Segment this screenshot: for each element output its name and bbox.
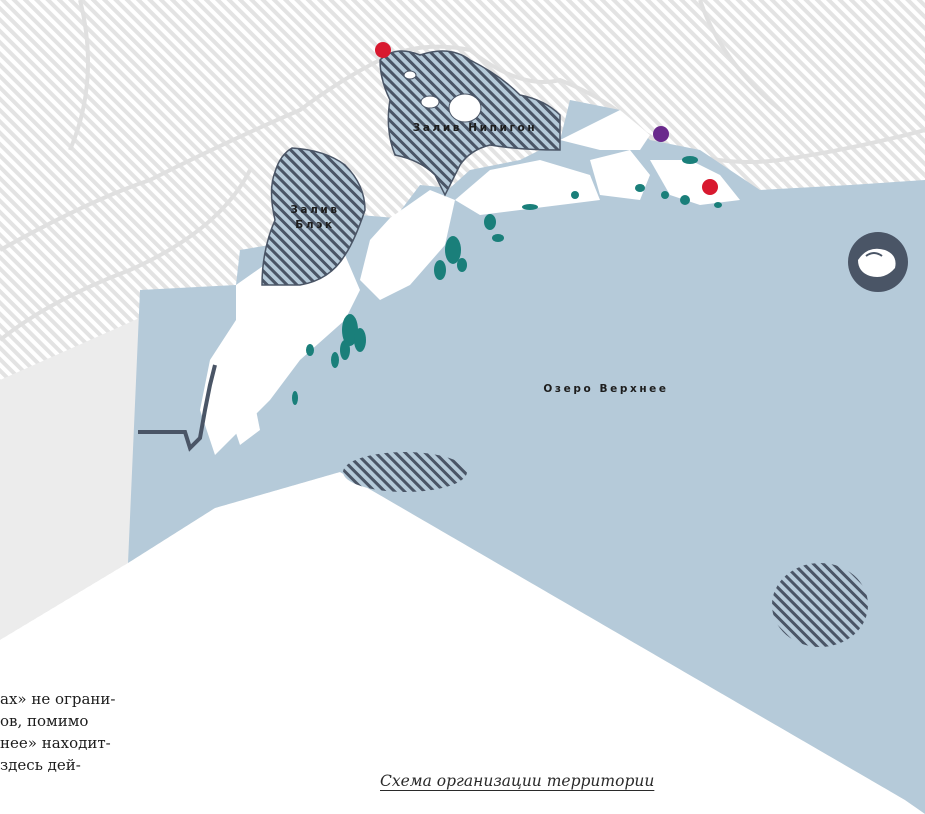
body-text-line: ов, помимо	[0, 712, 89, 730]
body-text-line: здесь дей-	[0, 756, 81, 774]
label-lake: Озеро Верхнее	[543, 383, 668, 395]
marker-red-1[interactable]	[375, 42, 391, 58]
nipigon-bay	[379, 50, 561, 197]
marker-purple[interactable]	[653, 126, 669, 142]
label-black-bay-line1: Залив	[290, 204, 339, 216]
marker-red-2[interactable]	[702, 179, 718, 195]
nipigon-islands	[403, 70, 482, 123]
green-islands	[292, 156, 722, 405]
map-caption: Схема организации территории	[380, 772, 655, 790]
black-bay	[261, 147, 366, 286]
label-black-bay-line2: Блэк	[295, 219, 334, 231]
island-map-icon	[848, 232, 908, 292]
shoreline-accent	[138, 364, 217, 452]
roads	[0, 0, 925, 342]
body-text-line: нее» находит-	[0, 734, 111, 752]
offshore-zone-2	[772, 563, 868, 647]
offshore-zone-1	[343, 452, 467, 492]
body-text-line: ах» не ограни-	[0, 690, 116, 708]
peninsulas	[200, 110, 740, 455]
body-text: ах» не ограни- ов, помимо нее» находит- …	[0, 688, 220, 776]
outer-white-area	[0, 472, 925, 814]
label-nipigon-bay: Залив Нипигон	[413, 122, 537, 134]
